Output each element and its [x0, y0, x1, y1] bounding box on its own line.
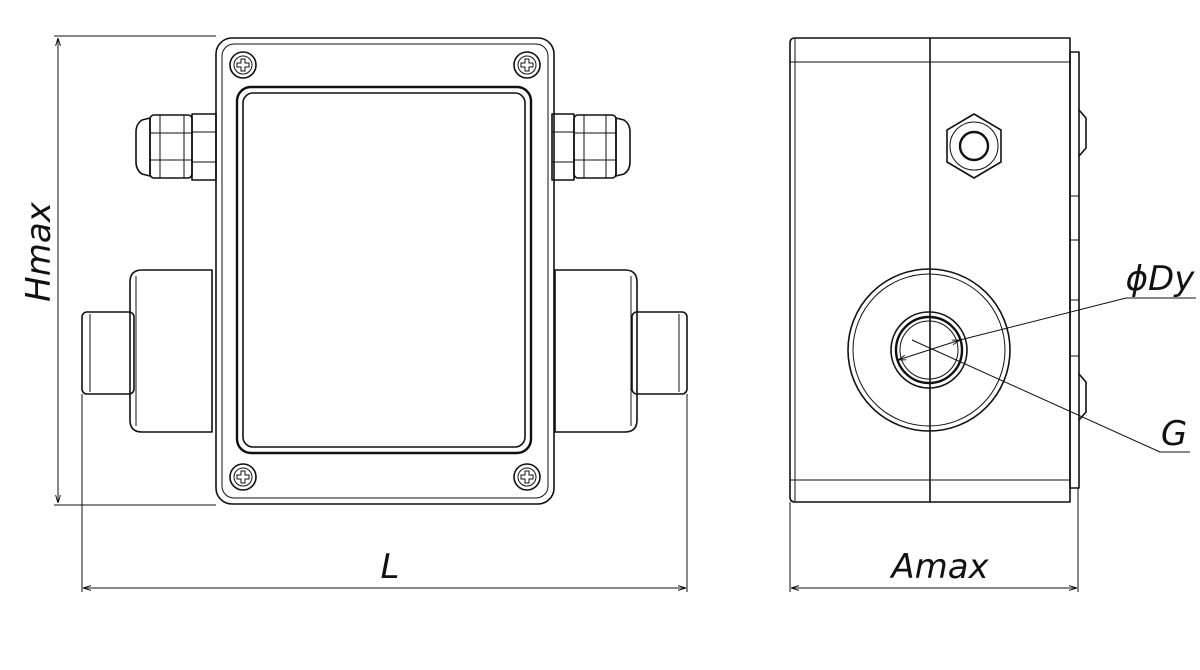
dimension-label-bore: ϕDy	[1126, 259, 1196, 299]
dimension-bore	[898, 297, 1196, 360]
dimension-label-l: L	[381, 547, 400, 587]
dimension-hmax	[54, 35, 216, 506]
left-flange	[129, 269, 213, 433]
left-cable-gland	[135, 113, 217, 181]
side-view	[789, 37, 1087, 503]
dimension-amax	[789, 488, 1079, 592]
hex-nut-icon	[946, 113, 1002, 179]
left-pipe-stub	[81, 311, 135, 395]
front-view	[81, 37, 688, 505]
dimension-label-hmax: Hmax	[19, 201, 59, 302]
side-housing	[789, 37, 1071, 503]
screw-icon	[229, 463, 257, 491]
dimension-thread	[911, 339, 1190, 453]
right-flange	[554, 269, 638, 433]
dimension-label-thread: G	[1161, 414, 1187, 454]
housing-lid	[235, 85, 533, 455]
housing-body	[215, 37, 555, 505]
screw-icon	[513, 51, 541, 79]
right-pipe-stub	[631, 311, 688, 395]
side-edge-strip	[1069, 51, 1087, 489]
right-cable-gland	[551, 113, 631, 181]
dimension-l	[81, 394, 688, 592]
screw-icon	[229, 51, 257, 79]
screw-icon	[513, 463, 541, 491]
dimension-label-amax: Amax	[889, 547, 989, 587]
